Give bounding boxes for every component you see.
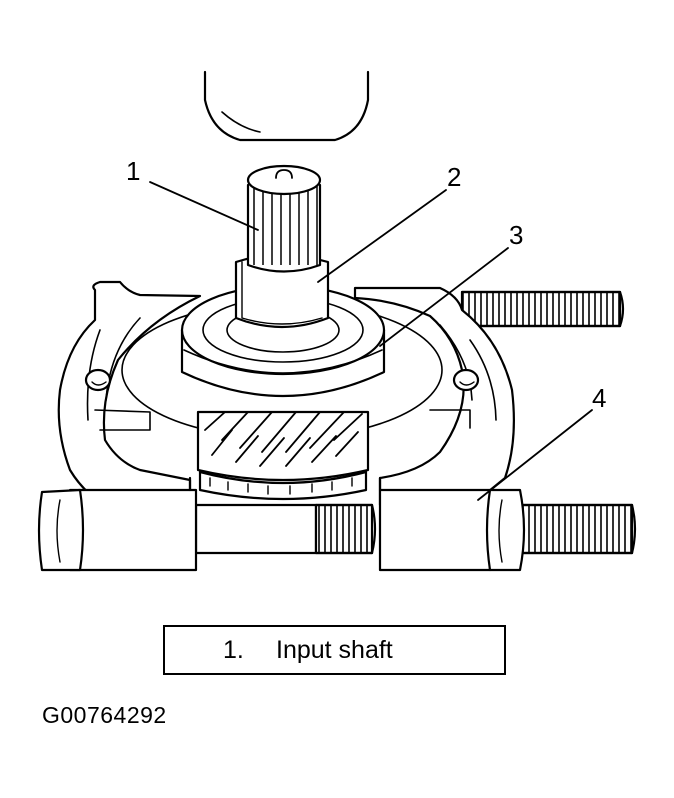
press-ram bbox=[203, 70, 370, 142]
callout-2: 2 bbox=[447, 162, 461, 192]
callout-1: 1 bbox=[126, 156, 140, 186]
lower-threaded-rod bbox=[518, 503, 637, 555]
gear bbox=[196, 410, 370, 501]
legend-box: 1. Input shaft bbox=[163, 625, 506, 675]
leader-lines bbox=[149, 181, 593, 501]
separator-right-half bbox=[353, 286, 515, 507]
bearing-puller-diagram: 1 2 3 4 bbox=[37, 70, 637, 572]
callout-3: 3 bbox=[509, 220, 523, 250]
callout-4: 4 bbox=[592, 383, 606, 413]
input-shaft bbox=[234, 164, 330, 329]
lower-bolt bbox=[194, 503, 377, 555]
upper-threaded-rod bbox=[460, 290, 625, 328]
separator-lower-bars bbox=[37, 476, 526, 572]
separator-left-half bbox=[57, 280, 202, 514]
figure-id: G00764292 bbox=[42, 702, 167, 728]
legend-item-number: 1. bbox=[223, 636, 244, 664]
legend-item-label: Input shaft bbox=[276, 636, 393, 664]
